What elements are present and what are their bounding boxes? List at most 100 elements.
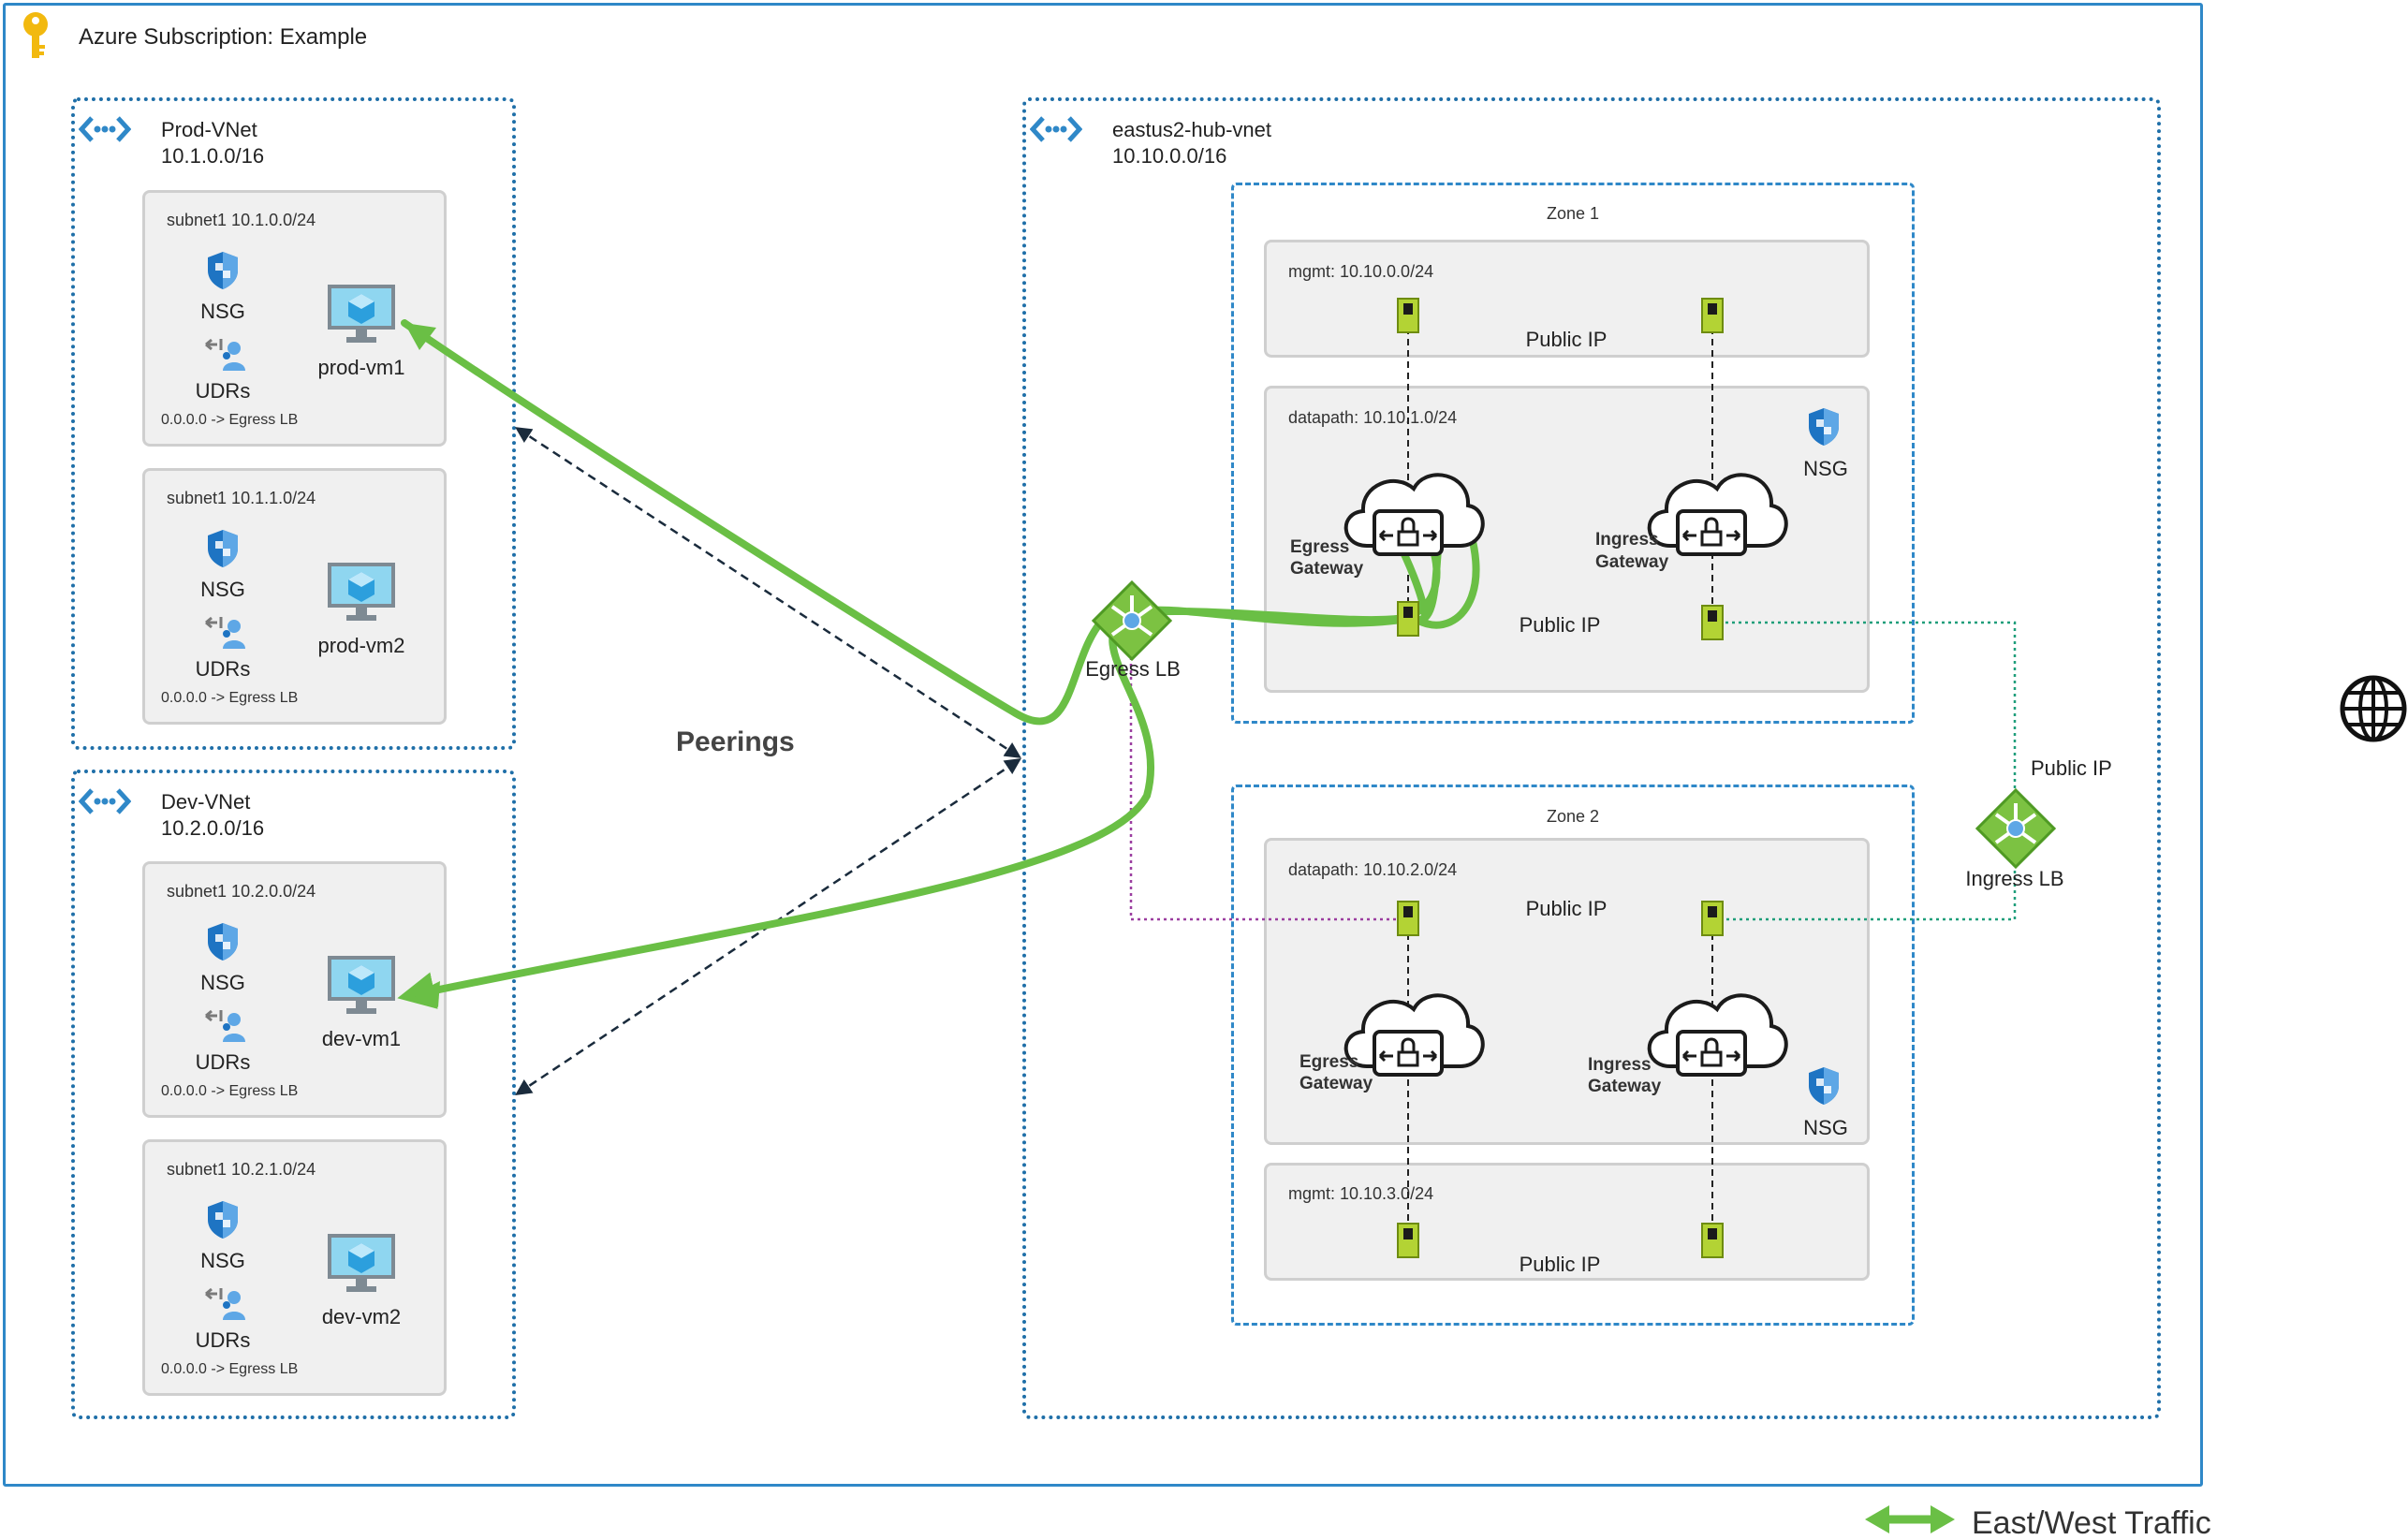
mgmt-label: mgmt: 10.10.3.0/24: [1288, 1184, 1434, 1203]
legend-label: East/West Traffic: [1972, 1505, 2211, 1540]
ingress-gateway-icon: [1647, 993, 1788, 1077]
gateway-label: Egress: [1290, 537, 1350, 557]
shield-icon: [1809, 1067, 1839, 1105]
udrs-label: UDRs: [195, 379, 251, 403]
zone1-mgmt-subnet: [1264, 240, 1870, 358]
gateway-label: Gateway: [1588, 1077, 1662, 1096]
public-ip-label: Public IP: [1525, 897, 1608, 920]
vm-label: prod-vm1: [317, 356, 405, 379]
gateway-label: Ingress: [1595, 530, 1659, 550]
route-label: 0.0.0.0 -> Egress LB: [161, 690, 299, 706]
nic-icon: [1701, 901, 1724, 936]
shield-icon: [208, 1201, 238, 1239]
udrs-label: UDRs: [195, 1050, 251, 1074]
udrs-label: UDRs: [195, 657, 251, 681]
zone2-box: [1231, 785, 1915, 1326]
udr-icon: [205, 338, 245, 371]
public-ip-label: Public IP: [1525, 328, 1608, 351]
route-label: 0.0.0.0 -> Egress LB: [161, 1083, 299, 1099]
udr-icon: [205, 616, 245, 649]
egress-gateway-icon: [1343, 473, 1485, 556]
route-label: 0.0.0.0 -> Egress LB: [161, 412, 299, 428]
nsg-label: NSG: [200, 578, 245, 601]
shield-icon: [208, 530, 238, 567]
public-ip-label: Public IP: [2031, 756, 2112, 780]
subscription-title: Azure Subscription: Example: [79, 24, 368, 50]
subnet-dev2: [142, 1139, 447, 1396]
nic-icon: [1397, 1223, 1419, 1258]
subnet-label: subnet1 10.2.0.0/24: [167, 882, 316, 901]
vnet-icon: [79, 788, 131, 814]
subnet-prod2: [142, 468, 447, 725]
east-west-traffic: [397, 319, 1480, 1009]
vm-icon: [328, 285, 395, 343]
udr-icon: [205, 1287, 245, 1320]
nsg-label: NSG: [1803, 457, 1848, 480]
vm-icon: [328, 1234, 395, 1292]
dev-vnet-name: Dev-VNet: [161, 790, 251, 814]
vm-label: dev-vm1: [321, 1027, 402, 1050]
traffic-arrowhead-dev: [412, 981, 440, 1007]
public-ip-label: Public IP: [1519, 1253, 1601, 1276]
gateway-label: Ingress: [1588, 1055, 1652, 1075]
vm-label: prod-vm2: [317, 634, 405, 657]
zone2-title: Zone 2: [1546, 807, 1600, 826]
hub-vnet-cidr: 10.10.0.0/16: [1112, 144, 1227, 168]
subnet-prod1: [142, 190, 447, 447]
gateway-label: Egress: [1299, 1052, 1359, 1072]
nsg-label: NSG: [200, 1249, 245, 1272]
shield-icon: [208, 252, 238, 289]
egress-gateway-icon: [1343, 993, 1485, 1077]
subnet-label: subnet1 10.1.1.0/24: [167, 489, 316, 507]
vnet-icon: [79, 116, 131, 142]
shield-icon: [1809, 408, 1839, 446]
legend-traffic-icon: [1865, 1505, 1955, 1533]
egress-path: [1129, 618, 1408, 921]
nsg-label: NSG: [1803, 1116, 1848, 1139]
subscription-frame: [3, 3, 2203, 1487]
hub-vnet-name: eastus2-hub-vnet: [1112, 118, 1271, 141]
mgmt-label: mgmt: 10.10.0.0/24: [1288, 262, 1434, 281]
prod-vnet-name: Prod-VNet: [161, 118, 257, 141]
zone1-title: Zone 1: [1546, 204, 1600, 223]
zone2-mgmt-subnet: [1264, 1163, 1870, 1281]
nic-connectors: [1407, 328, 1713, 1236]
peerings-label: Peerings: [676, 726, 795, 757]
gateway-label: Gateway: [1290, 559, 1364, 579]
zone1-box: [1231, 183, 1915, 724]
vm-icon: [328, 956, 395, 1014]
globe-icon: [2340, 675, 2407, 742]
subnet-dev1: [142, 861, 447, 1118]
vm-label: dev-vm2: [321, 1305, 402, 1328]
nic-icon: [1701, 605, 1724, 640]
public-ip-label: Public IP: [1519, 613, 1601, 637]
udrs-label: UDRs: [195, 1328, 251, 1352]
shield-icon: [208, 923, 238, 961]
dev-vnet-cidr: 10.2.0.0/16: [161, 816, 265, 840]
subnet-label: subnet1 10.2.1.0/24: [167, 1160, 316, 1179]
route-label: 0.0.0.0 -> Egress LB: [161, 1361, 299, 1377]
hub-vnet-box: [1022, 97, 2161, 1419]
vm-icon: [328, 563, 395, 621]
nsg-label: NSG: [200, 971, 245, 994]
ingress-lb-label: Ingress LB: [1965, 867, 2064, 890]
prod-vnet-box: [71, 97, 516, 750]
egress-lb-label: Egress LB: [1085, 657, 1181, 681]
zone2-datapath-subnet: [1264, 838, 1870, 1145]
subnet-label: subnet1 10.1.0.0/24: [167, 211, 316, 229]
traffic-arrowhead-prod: [404, 323, 436, 350]
load-balancer-icon: [1092, 580, 1172, 661]
key-icon: [23, 12, 48, 58]
load-balancer-icon: [1975, 788, 2056, 869]
ingress-path: [1712, 621, 2017, 921]
nic-icon: [1397, 298, 1419, 333]
peering-arrows: [515, 427, 1021, 1095]
nic-icon: [1397, 601, 1419, 637]
gateway-label: Gateway: [1595, 552, 1669, 572]
dev-vnet-box: [71, 770, 516, 1419]
ingress-gateway-icon: [1647, 473, 1788, 556]
datapath-label: datapath: 10.10.2.0/24: [1288, 860, 1458, 879]
nic-icon: [1701, 1223, 1724, 1258]
